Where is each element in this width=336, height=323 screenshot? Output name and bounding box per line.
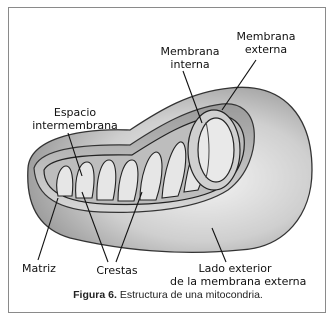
caption-number: 6. [108,289,117,301]
label-membrana-externa: Membrana externa [236,30,296,56]
figure-caption: Figura 6. Estructura de una mitocondria. [0,289,336,301]
label-espacio-intermembrana: Espacio intermembrana [30,106,120,132]
caption-text: Estructura de una mitocondria. [120,289,263,301]
label-membrana-interna: Membrana interna [160,45,220,71]
label-matriz: Matriz [17,262,61,275]
label-lado-exterior: Lado exterior de la membrana externa [170,262,300,288]
cut-end-rings [188,110,240,190]
caption-prefix: Figura [73,289,105,301]
label-crestas: Crestas [92,264,142,277]
